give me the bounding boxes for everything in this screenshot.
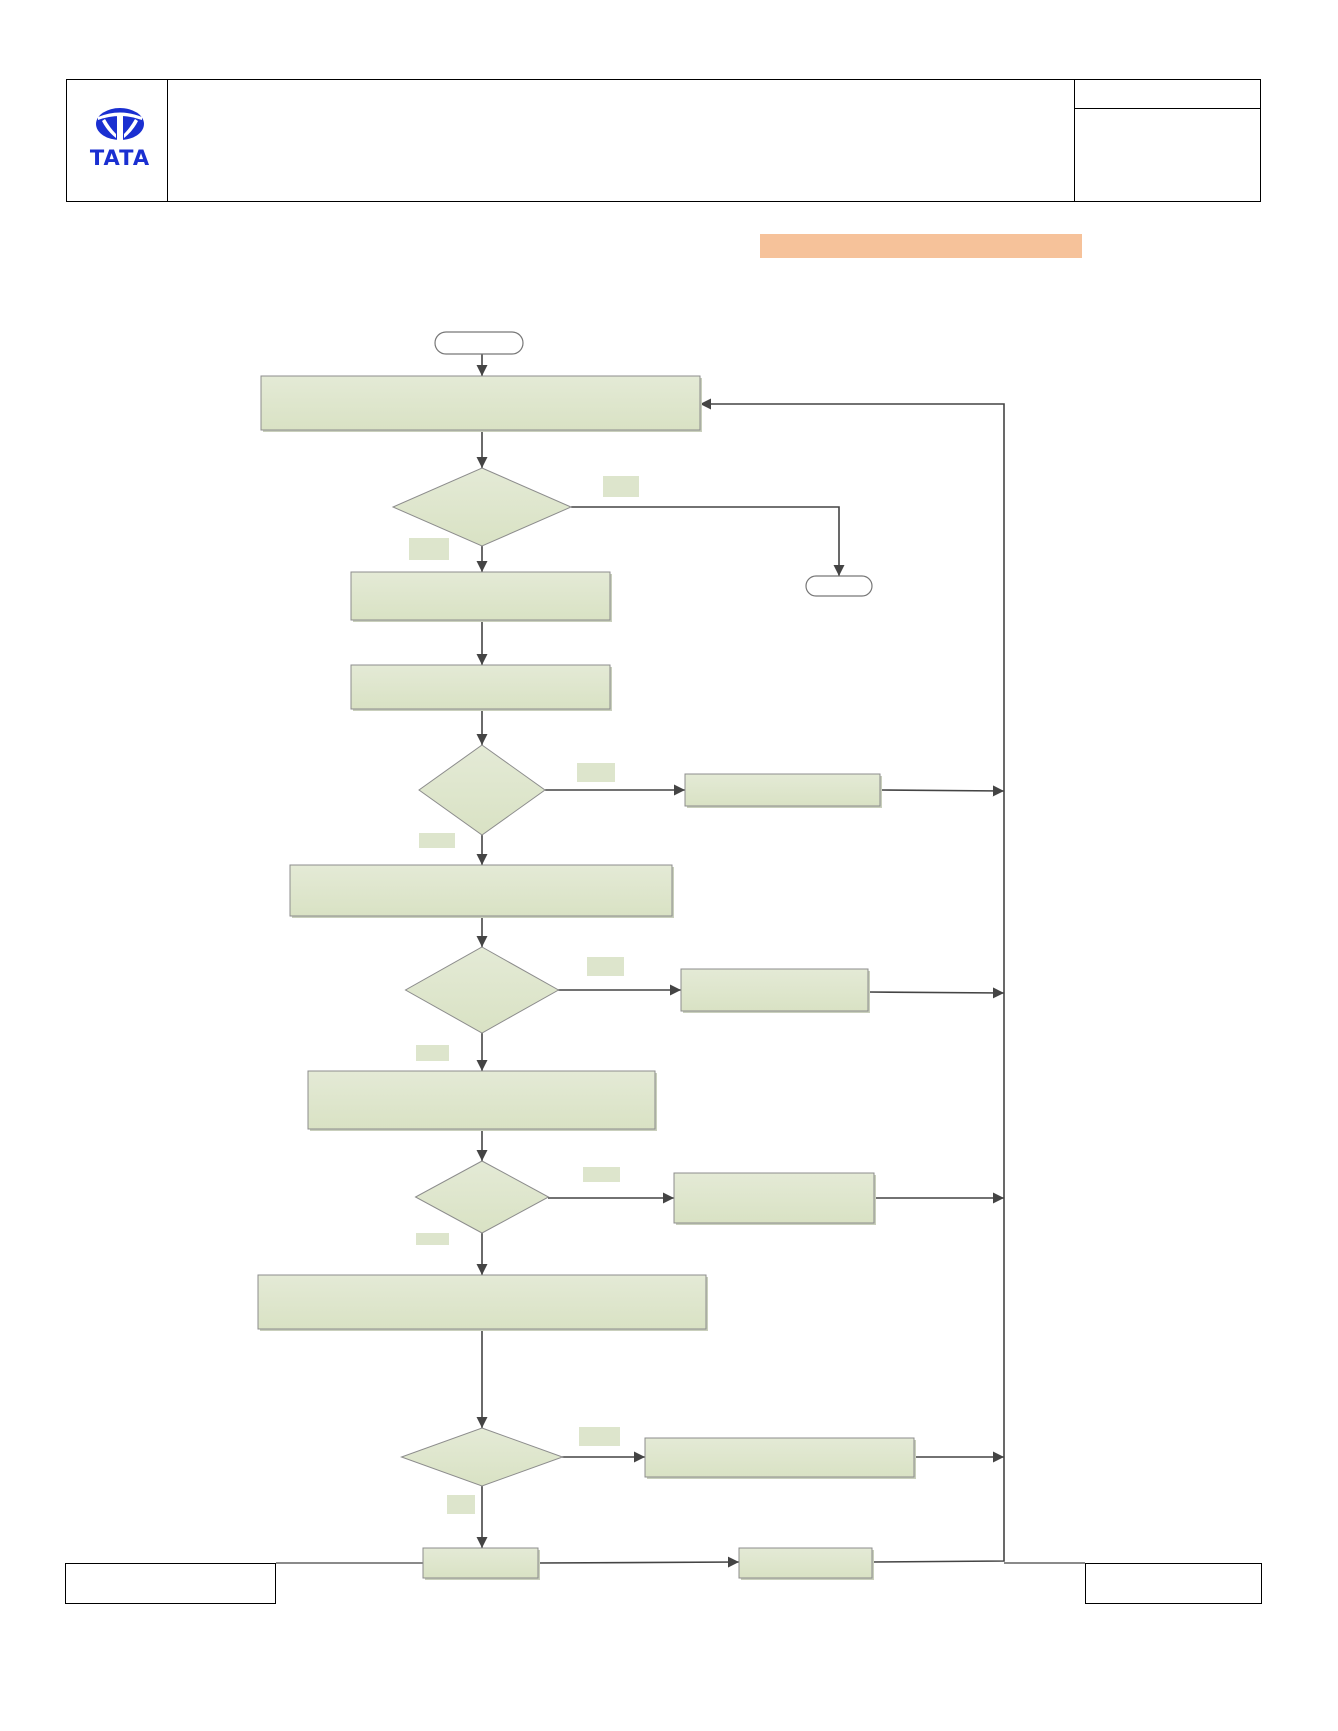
- flowchart-node-end: [805, 575, 873, 597]
- header-divider-row: [1074, 108, 1261, 109]
- decision-shape: [418, 744, 546, 836]
- connector-8: [879, 785, 1005, 797]
- terminal-shape: [434, 331, 524, 355]
- flowchart-node-side-4: [673, 1172, 876, 1225]
- process-shape: [350, 664, 611, 710]
- connector-23: [700, 398, 1005, 1563]
- process-shape: [257, 1274, 707, 1330]
- process-shape: [289, 864, 673, 917]
- decision-shape: [400, 1427, 564, 1487]
- flowchart-node-side-3: [680, 968, 870, 1013]
- tata-wordmark: TATA: [89, 146, 151, 170]
- flowchart-node-decision-4: [414, 1160, 550, 1234]
- branch-label-box: [419, 833, 455, 848]
- decision-shape: [414, 1160, 550, 1234]
- branch-label-box: [416, 1233, 449, 1245]
- flowchart-node-side-5: [644, 1437, 916, 1479]
- process-shape: [260, 375, 701, 431]
- branch-label-d4-down: [416, 1233, 449, 1245]
- flowchart-node-step-2: [350, 571, 612, 622]
- branch-label-d5-down: [447, 1495, 475, 1514]
- decision-shape: [404, 946, 560, 1034]
- flowchart-node-decision-1: [391, 467, 573, 547]
- branch-label-d1-down: [409, 538, 449, 560]
- flowchart-node-side-2: [684, 773, 882, 808]
- branch-label-box: [577, 763, 615, 782]
- header-divider-right: [1074, 79, 1075, 202]
- branch-label-d2-right: [577, 763, 615, 782]
- branch-label-d5-right: [579, 1427, 620, 1446]
- tata-logo-emblem-icon: [96, 108, 144, 140]
- flowchart-node-step-6: [257, 1274, 708, 1331]
- flowchart-node-step-7: [422, 1547, 540, 1580]
- flowchart-node-decision-5: [400, 1427, 564, 1487]
- footer-box-right: [1085, 1563, 1262, 1604]
- process-shape: [644, 1437, 915, 1478]
- flowchart-node-step-8: [738, 1547, 874, 1580]
- process-shape: [738, 1547, 873, 1579]
- branch-label-d4-right: [583, 1167, 620, 1182]
- branch-label-d2-down: [419, 833, 455, 848]
- branch-label-box: [583, 1167, 620, 1182]
- process-shape: [422, 1547, 539, 1579]
- branch-label-d3-down: [416, 1045, 449, 1061]
- process-shape: [307, 1070, 656, 1130]
- flowchart-node-decision-3: [404, 946, 560, 1034]
- branch-label-box: [409, 538, 449, 560]
- header-divider-left: [167, 79, 168, 202]
- branch-label-box: [587, 957, 624, 976]
- flowchart-node-step-4: [289, 864, 674, 918]
- flowchart-node-step-5: [307, 1070, 657, 1131]
- document-header: [66, 79, 1261, 202]
- branch-label-d3-right: [587, 957, 624, 976]
- connector-3: [571, 506, 845, 576]
- process-shape: [673, 1172, 875, 1224]
- branch-label-box: [447, 1495, 475, 1514]
- flowchart-node-decision-2: [418, 744, 546, 836]
- branch-label-box: [603, 476, 639, 497]
- flowchart-node-start: [434, 331, 524, 355]
- tata-logo: TATA: [80, 104, 160, 174]
- branch-label-box: [416, 1045, 449, 1061]
- flowchart-node-step-1: [260, 375, 702, 432]
- connector-22: [537, 1556, 740, 1568]
- highlight-bar: [760, 234, 1082, 258]
- connector-12: [867, 987, 1005, 999]
- decision-shape: [391, 467, 573, 547]
- process-shape: [684, 773, 881, 807]
- process-shape: [350, 571, 611, 621]
- branch-label-d1-right: [603, 476, 639, 497]
- branch-label-box: [579, 1427, 620, 1446]
- process-shape: [680, 968, 869, 1012]
- flowchart-node-step-3: [350, 664, 612, 711]
- terminal-shape: [805, 575, 873, 597]
- footer-box-left: [65, 1563, 276, 1604]
